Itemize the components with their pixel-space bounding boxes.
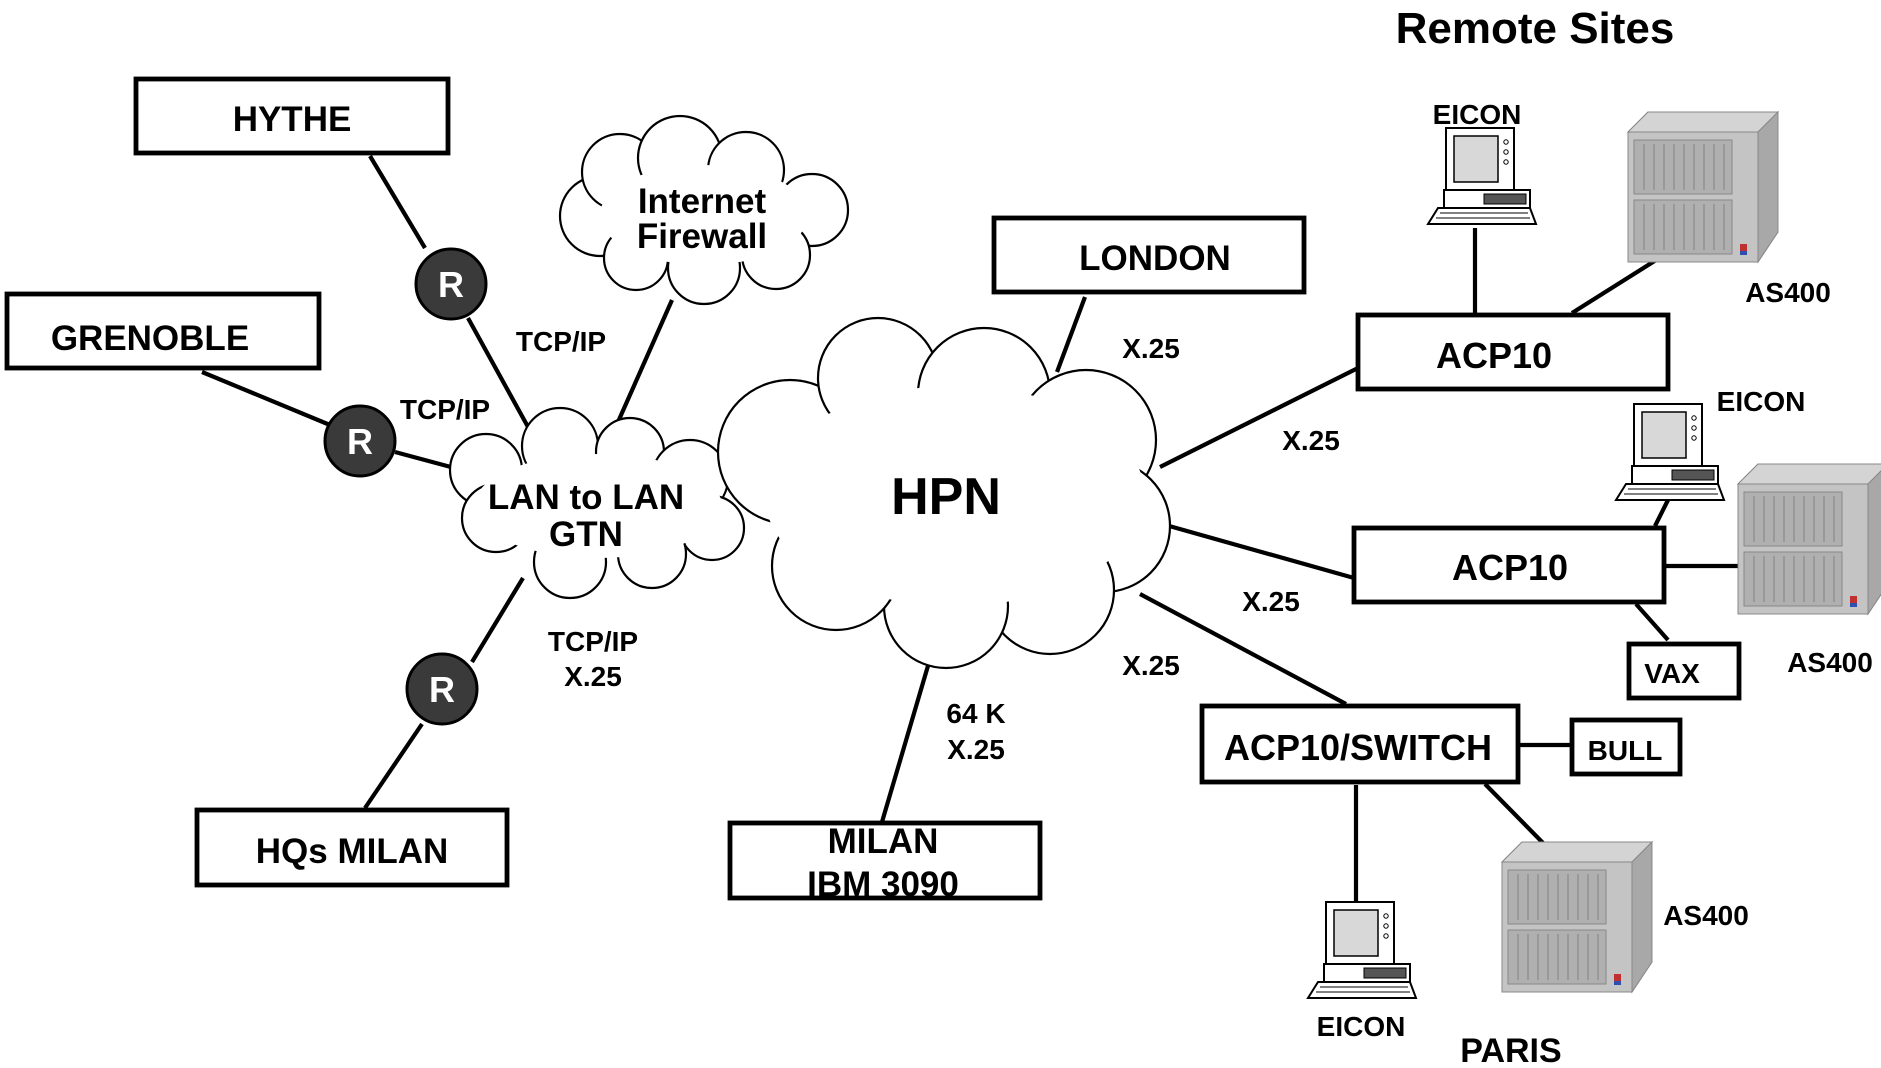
router-grenoble: R xyxy=(323,404,397,478)
acp10-mid-box xyxy=(1351,525,1667,605)
milan-x25-label: X.25 xyxy=(947,734,1005,765)
eicon-label-3: EICON xyxy=(1317,1011,1406,1042)
link-switch-as400-3 xyxy=(1483,782,1547,847)
hythe-label: HYTHE xyxy=(233,100,352,139)
link-hythe-router xyxy=(368,154,427,250)
internet-label: Internet xyxy=(638,182,767,221)
router-label: R xyxy=(347,421,373,462)
hythe-box xyxy=(133,76,451,156)
eicon-label-2: EICON xyxy=(1717,386,1806,417)
link-hpn-acp10-mid xyxy=(1154,519,1355,581)
acp10-switch-label: ACP10/SWITCH xyxy=(1224,727,1492,768)
hpn-cloud xyxy=(716,316,1172,670)
acp10-top-box xyxy=(1355,312,1671,392)
as400-label-2: AS400 xyxy=(1787,647,1873,678)
acp10-mid-x25-label: X.25 xyxy=(1242,586,1300,617)
hq-tcpip-label: TCP/IP xyxy=(548,626,638,657)
link-london-hpn xyxy=(1055,296,1087,373)
connections xyxy=(201,154,1740,903)
milan-ibm-box xyxy=(727,820,1043,901)
as400-server-icon xyxy=(1737,463,1881,615)
milan-64k-label: 64 K xyxy=(946,698,1005,729)
ibm-3090-label: IBM 3090 xyxy=(807,865,959,904)
milan-label: MILAN xyxy=(828,822,939,861)
link-hpn-acp10-switch xyxy=(1139,592,1347,706)
paris-label: PARIS xyxy=(1460,1032,1561,1068)
link-hpn-milan-ibm xyxy=(879,641,938,823)
vax-box xyxy=(1626,641,1742,701)
london-x25-label: X.25 xyxy=(1122,333,1180,364)
acp10-top-label: ACP10 xyxy=(1436,335,1552,376)
hq-x25-label: X.25 xyxy=(564,661,622,692)
firewall-label: Firewall xyxy=(637,217,767,256)
as400-server-icon xyxy=(1501,841,1653,993)
link-acp10-vax xyxy=(1634,602,1670,642)
link-hpn-acp10-top xyxy=(1159,366,1359,469)
router-hythe: R xyxy=(414,247,488,321)
as400-label-1: AS400 xyxy=(1745,277,1831,308)
switch-x25-label: X.25 xyxy=(1122,650,1180,681)
link-router-gtn-top xyxy=(466,316,535,438)
london-box xyxy=(991,215,1307,295)
grenoble-label: GRENOBLE xyxy=(51,319,249,358)
link-grenoble-router xyxy=(201,370,331,427)
gtn-label: GTN xyxy=(549,515,623,554)
router-hq-milan: R xyxy=(405,652,479,726)
lan-gtn-cloud xyxy=(448,406,746,600)
link-router-hqmilan xyxy=(363,722,424,810)
as400-server-icon xyxy=(1627,111,1779,263)
eicon-label-1: EICON xyxy=(1433,99,1522,130)
router-label: R xyxy=(429,669,455,710)
link-gtn-router-bottom xyxy=(470,576,525,664)
as400-label-3: AS400 xyxy=(1663,900,1749,931)
hq-milan-box xyxy=(194,807,510,888)
eicon-terminal-icon xyxy=(1615,403,1725,501)
lan-to-lan-label: LAN to LAN xyxy=(488,478,684,517)
router-label: R xyxy=(438,264,464,305)
hpn-label: HPN xyxy=(891,468,1001,526)
link-firewall-gtn xyxy=(608,299,674,441)
internet-firewall-cloud xyxy=(558,114,850,306)
hq-milan-label: HQs MILAN xyxy=(256,832,449,871)
eicon-terminal-icon xyxy=(1427,127,1537,225)
grenoble-box xyxy=(4,291,322,371)
acp10-top-x25-label: X.25 xyxy=(1282,425,1340,456)
vax-label: VAX xyxy=(1644,658,1700,689)
acp10-switch-box xyxy=(1199,703,1521,785)
acp10-mid-label: ACP10 xyxy=(1452,547,1568,588)
london-label: LONDON xyxy=(1079,239,1231,278)
tcpip-grenoble-label: TCP/IP xyxy=(400,394,490,425)
link-eicon2-acp10 xyxy=(1653,499,1670,527)
eicon-terminal-icon xyxy=(1307,901,1417,999)
bull-label: BULL xyxy=(1588,735,1663,766)
bull-box xyxy=(1569,717,1683,777)
tcpip-hythe-label: TCP/IP xyxy=(516,326,606,357)
page-title: Remote Sites xyxy=(1396,4,1675,53)
